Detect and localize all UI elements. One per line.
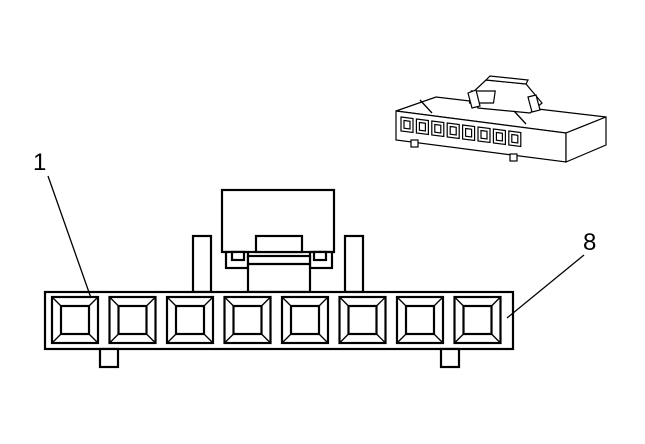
terminal-cavity-1 — [50, 295, 100, 345]
callout-pin-first: 1 — [33, 149, 92, 299]
overview-cavity-row — [400, 116, 522, 148]
mounting-foot-left — [98, 347, 120, 369]
latch-tab — [254, 234, 304, 254]
overview-cavity-8 — [508, 130, 522, 148]
latch-neck — [246, 254, 312, 294]
terminal-cavity-7 — [395, 295, 445, 345]
leader-line-pin-last — [506, 254, 585, 319]
guide-post-right — [343, 234, 365, 294]
terminal-cavity-8 — [453, 295, 502, 345]
callout-pin-last: 8 — [506, 229, 596, 319]
callout-label-pin-first: 1 — [33, 149, 46, 176]
guide-post-left — [191, 234, 213, 294]
overview-cavity-4 — [446, 122, 460, 140]
terminal-cavity-2 — [108, 295, 157, 345]
connector-front-view — [43, 188, 515, 369]
overview-cavity-5 — [462, 124, 476, 142]
overview-cavity-7 — [492, 128, 506, 146]
overview-cavity-3 — [431, 120, 445, 138]
terminal-cavity-4 — [223, 295, 272, 345]
connector-overview-view — [395, 75, 607, 163]
terminal-cavity-6 — [338, 295, 387, 345]
overview-cavity-6 — [477, 126, 491, 144]
terminal-cavity-5 — [280, 295, 330, 345]
callout-label-pin-last: 8 — [583, 229, 596, 256]
overview-cavity-2 — [415, 118, 429, 136]
overview-cavity-1 — [400, 116, 414, 134]
cavity-row — [50, 295, 502, 345]
terminal-cavity-3 — [165, 295, 215, 345]
leader-line-pin-first — [47, 175, 92, 299]
mounting-foot-right — [439, 347, 461, 369]
